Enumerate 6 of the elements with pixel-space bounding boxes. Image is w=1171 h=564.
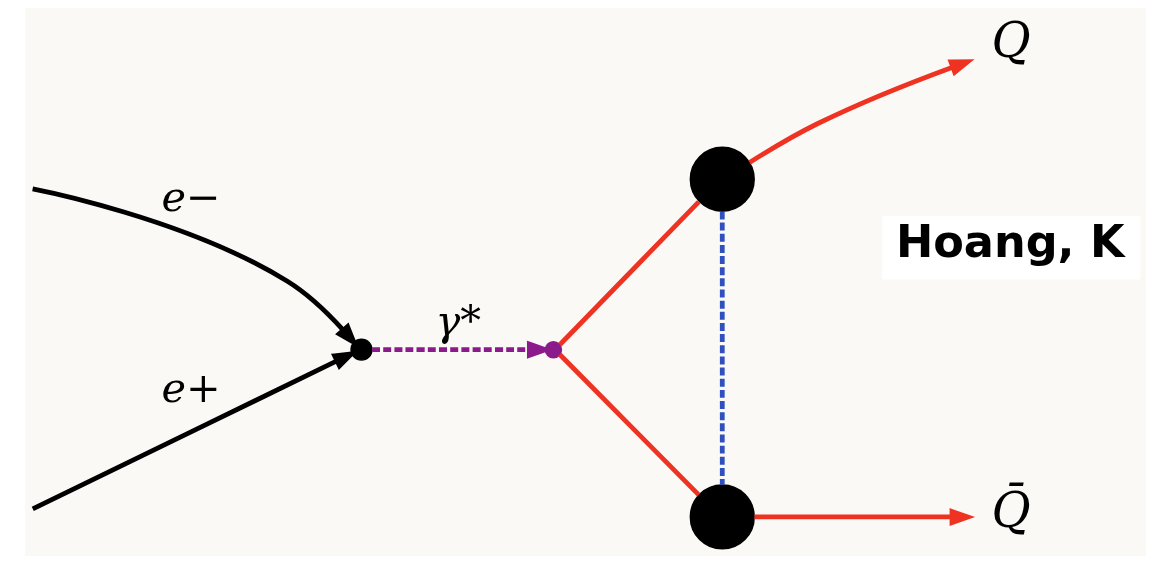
- edge-label: γ*: [435, 297, 481, 346]
- edge-label: e−: [161, 172, 221, 221]
- edge-label: e+: [161, 363, 221, 412]
- label: Hoang, K: [895, 216, 1125, 269]
- node-text: Q̄: [991, 483, 1031, 539]
- node-text: Q: [991, 13, 1031, 69]
